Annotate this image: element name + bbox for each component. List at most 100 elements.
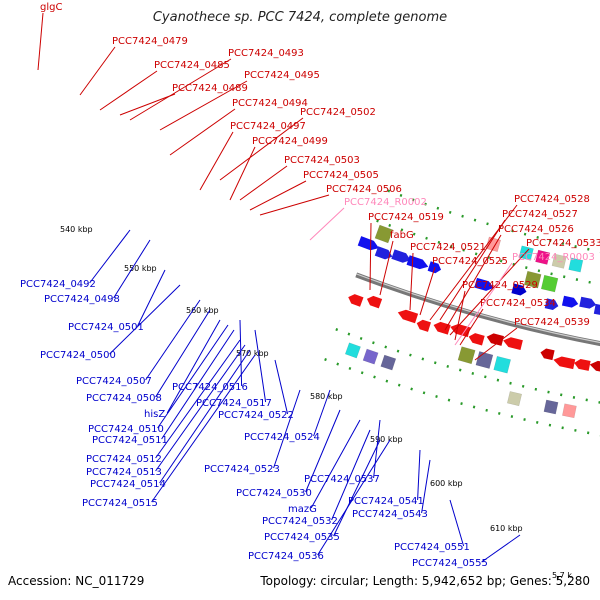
forward-gene-label[interactable]: PCC7424_0506 [326,184,402,195]
label-leader-line [166,319,221,414]
forward-gene-label[interactable]: PCC7424_0495 [244,70,320,81]
forward-gene-arrow [397,309,419,324]
forward-gene-label[interactable]: PCC7424_0489 [172,83,248,94]
label-leader-line [199,131,234,191]
label-leader-line [444,234,502,331]
tick-label: 540 kbp [60,225,93,234]
forward-gene-label[interactable]: PCC7424_0479 [112,36,188,47]
reverse-gene-label[interactable]: PCC7424_0517 [196,398,272,409]
reverse-gene-arrow [391,249,411,263]
label-leader-line [155,344,246,472]
map-title: Cyanothece sp. PCC 7424, complete genome [152,10,448,25]
reverse-gene-label[interactable]: PCC7424_0522 [218,410,294,421]
forward-gene-label[interactable]: PCC7424_0503 [284,155,360,166]
label-leader-line [449,499,465,547]
feature-block [551,253,567,269]
reverse-gene-label[interactable]: hisZ [144,409,165,420]
forward-gene-arrow [366,295,383,309]
reverse-gene-label[interactable]: PCC7424_0543 [352,509,428,520]
forward-gene-label[interactable]: PCC7424_0519 [368,212,444,223]
label-leader-line [474,327,518,361]
label-leader-line [459,308,484,346]
reverse-gene-label[interactable]: PCC7424_0508 [86,393,162,404]
tick-label: 570 kbp [236,349,269,358]
label-leader-line [79,46,116,96]
label-leader-line [313,389,331,437]
reverse-gene-label[interactable]: PCC7424_0530 [236,488,312,499]
reverse-gene-label[interactable]: PCC7424_0498 [44,294,120,305]
reverse-gene-label[interactable]: PCC7424_0516 [172,382,248,393]
label-leader-line [119,93,176,116]
reverse-gene-label[interactable]: PCC7424_0507 [76,376,152,387]
forward-gene-label[interactable]: PCC7424_0533 [526,238,600,249]
forward-gene-arrow [540,348,555,361]
forward-gene-label[interactable]: PCC7424_0526 [498,224,574,235]
feature-block [493,355,512,374]
label-leader-line [109,284,181,355]
forward-gene-label[interactable]: PCC7424_0527 [502,209,578,220]
forward-gene-label[interactable]: PCC7424_0494 [232,98,308,109]
label-leader-line [449,248,530,336]
feature-block [380,354,397,371]
reverse-gene-label[interactable]: PCC7424_0523 [204,464,280,475]
label-leader-line [239,165,288,201]
reverse-gene-label[interactable]: PCC7424_0500 [40,350,116,361]
reverse-gene-label[interactable]: PCC7424_0492 [20,279,96,290]
forward-gene-label[interactable]: glgC [40,2,62,13]
forward-gene-label[interactable]: PCC7424_0505 [303,170,379,181]
rna-gene-label[interactable]: PCC7424_R0002 [344,197,427,208]
reverse-gene-label[interactable]: PCC7424_0555 [412,558,488,569]
label-leader-line [273,389,301,469]
label-leader-line [249,180,307,211]
forward-gene-label[interactable]: PCC7424_0534 [480,298,556,309]
reverse-gene-label[interactable]: PCC7424_0551 [394,542,470,553]
label-leader-line [310,419,361,509]
forward-gene-label[interactable]: fabG [390,230,414,241]
tick-label: 600 kbp [430,479,463,488]
label-leader-line [151,354,256,503]
label-leader-line [129,58,232,121]
forward-gene-label[interactable]: PCC7424_0499 [252,136,328,147]
forward-gene-label[interactable]: PCC7424_0485 [154,60,230,71]
forward-gene-arrow [486,333,504,346]
accession-text: Accession: NC_011729 [8,574,145,588]
label-leader-line [417,449,421,501]
reverse-gene-label[interactable]: mazG [288,504,317,515]
forward-gene-label[interactable]: PCC7424_0528 [514,194,590,205]
reverse-gene-label[interactable]: PCC7424_0537 [304,474,380,485]
rna-gene-label[interactable]: PCC7424_R0003 [512,252,595,263]
label-leader-line [161,329,235,440]
forward-gene-label[interactable]: PCC7424_0497 [230,121,306,132]
reverse-gene-label[interactable]: PCC7424_0510 [88,424,164,435]
reverse-gene-label[interactable]: PCC7424_0536 [248,551,324,562]
forward-gene-label[interactable]: PCC7424_0525 [432,256,508,267]
reverse-gene-label[interactable]: PCC7424_0501 [68,322,144,333]
label-leader-line [157,324,229,429]
genome-backbone [355,272,600,346]
reverse-gene-label[interactable]: PCC7424_0511 [92,435,168,446]
forward-gene-label[interactable]: PCC7424_0493 [228,48,304,59]
reverse-gene-label[interactable]: PCC7424_0514 [90,479,166,490]
reverse-gene-label[interactable]: PCC7424_0515 [82,498,158,509]
reverse-gene-label[interactable]: PCC7424_0535 [264,532,340,543]
reverse-gene-label[interactable]: PCC7424_0512 [86,454,162,465]
forward-gene-label[interactable]: PCC7424_0502 [300,107,376,118]
label-leader-line [99,70,158,111]
forward-gene-label[interactable]: PCC7424_0521 [410,242,486,253]
reverse-gene-label[interactable]: PCC7424_0524 [244,432,320,443]
label-leader-line [409,252,414,311]
label-leader-line [137,269,166,327]
reverse-gene-label[interactable]: PCC7424_0532 [262,516,338,527]
reverse-gene-label[interactable]: PCC7424_0541 [348,496,424,507]
forward-gene-label[interactable]: PCC7424_0539 [514,317,590,328]
reverse-gene-arrow [474,277,494,291]
forward-gene-label[interactable]: PCC7424_0529 [462,280,538,291]
reverse-gene-arrow [374,246,393,260]
reverse-gene-arrow [593,303,600,317]
reverse-gene-arrow [427,261,442,274]
label-leader-line [159,349,251,484]
forward-gene-arrow [450,323,471,338]
reverse-gene-label[interactable]: PCC7424_0513 [86,467,162,478]
forward-gene-arrow [503,337,523,350]
